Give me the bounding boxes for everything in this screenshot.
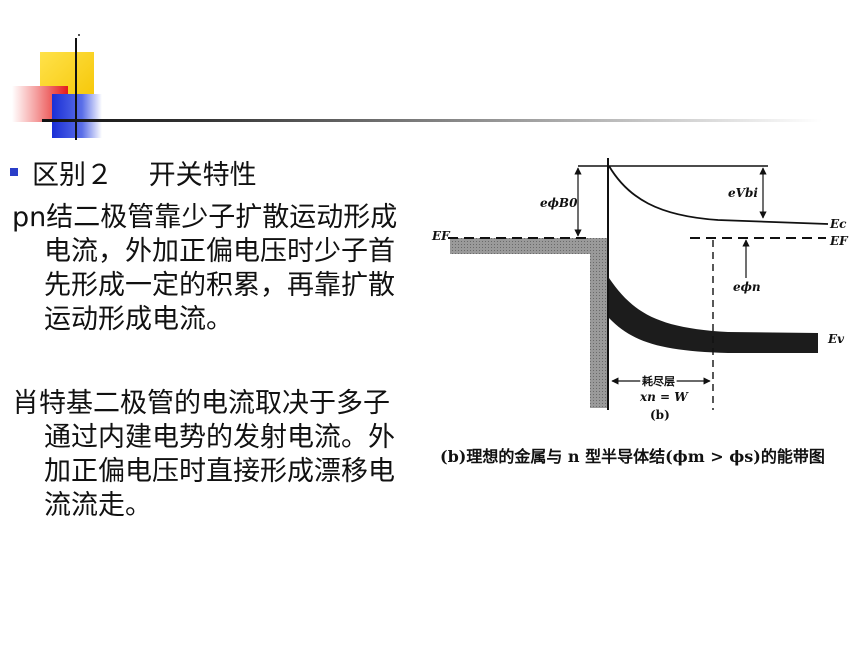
label-ev: Ev — [827, 332, 845, 346]
deco-dot — [78, 34, 80, 36]
label-ef-right: EF — [829, 234, 849, 248]
metal-block — [590, 238, 608, 408]
paragraph-prefix: pn — [12, 202, 47, 233]
label-panel: (b) — [650, 408, 670, 422]
paragraph-text: 肖特基二极管的电流取决于多子通过内建电势的发射电流。外加正偏电压时直接形成漂移电… — [12, 388, 395, 521]
paragraph-pn-junction: pn结二极管靠少子扩散运动形成电流，外加正偏电压时少子首先形成一定的积累，再靠扩… — [12, 201, 416, 337]
bullet-square-icon — [10, 168, 18, 176]
label-phi-n: eϕn — [733, 280, 761, 294]
label-xn: xn = W — [639, 390, 689, 404]
label-phi-b0: eϕB0 — [540, 196, 578, 210]
diagram-caption: (b)理想的金属与 n 型半导体结(ϕm > ϕs)的能带图 — [440, 447, 825, 466]
label-depletion: 耗尽层 — [642, 374, 675, 388]
deco-horizontal-line — [42, 119, 822, 122]
deco-vertical-line — [75, 38, 77, 140]
section-heading-text: 区别２ 开关特性 — [32, 159, 257, 191]
band-diagram: eϕB0 eVbi Ec EF EF Ev eϕn 耗尽层 xn = W (b) — [431, 158, 849, 422]
deco-blue-square — [52, 94, 102, 138]
paragraph-schottky: 肖特基二极管的电流取决于多子通过内建电势的发射电流。外加正偏电压时直接形成漂移电… — [12, 387, 416, 523]
label-ec: Ec — [829, 217, 847, 231]
section-heading: 区别２ 开关特性 — [10, 155, 257, 191]
metal-fermi-block — [450, 238, 606, 254]
valence-band — [609, 278, 818, 353]
label-vbi: eVbi — [728, 186, 758, 200]
paragraph-text: 结二极管靠少子扩散运动形成电流，外加正偏电压时少子首先形成一定的积累，再靠扩散运… — [44, 202, 398, 335]
conduction-band — [608, 165, 829, 225]
label-ef-left: EF — [431, 229, 451, 243]
